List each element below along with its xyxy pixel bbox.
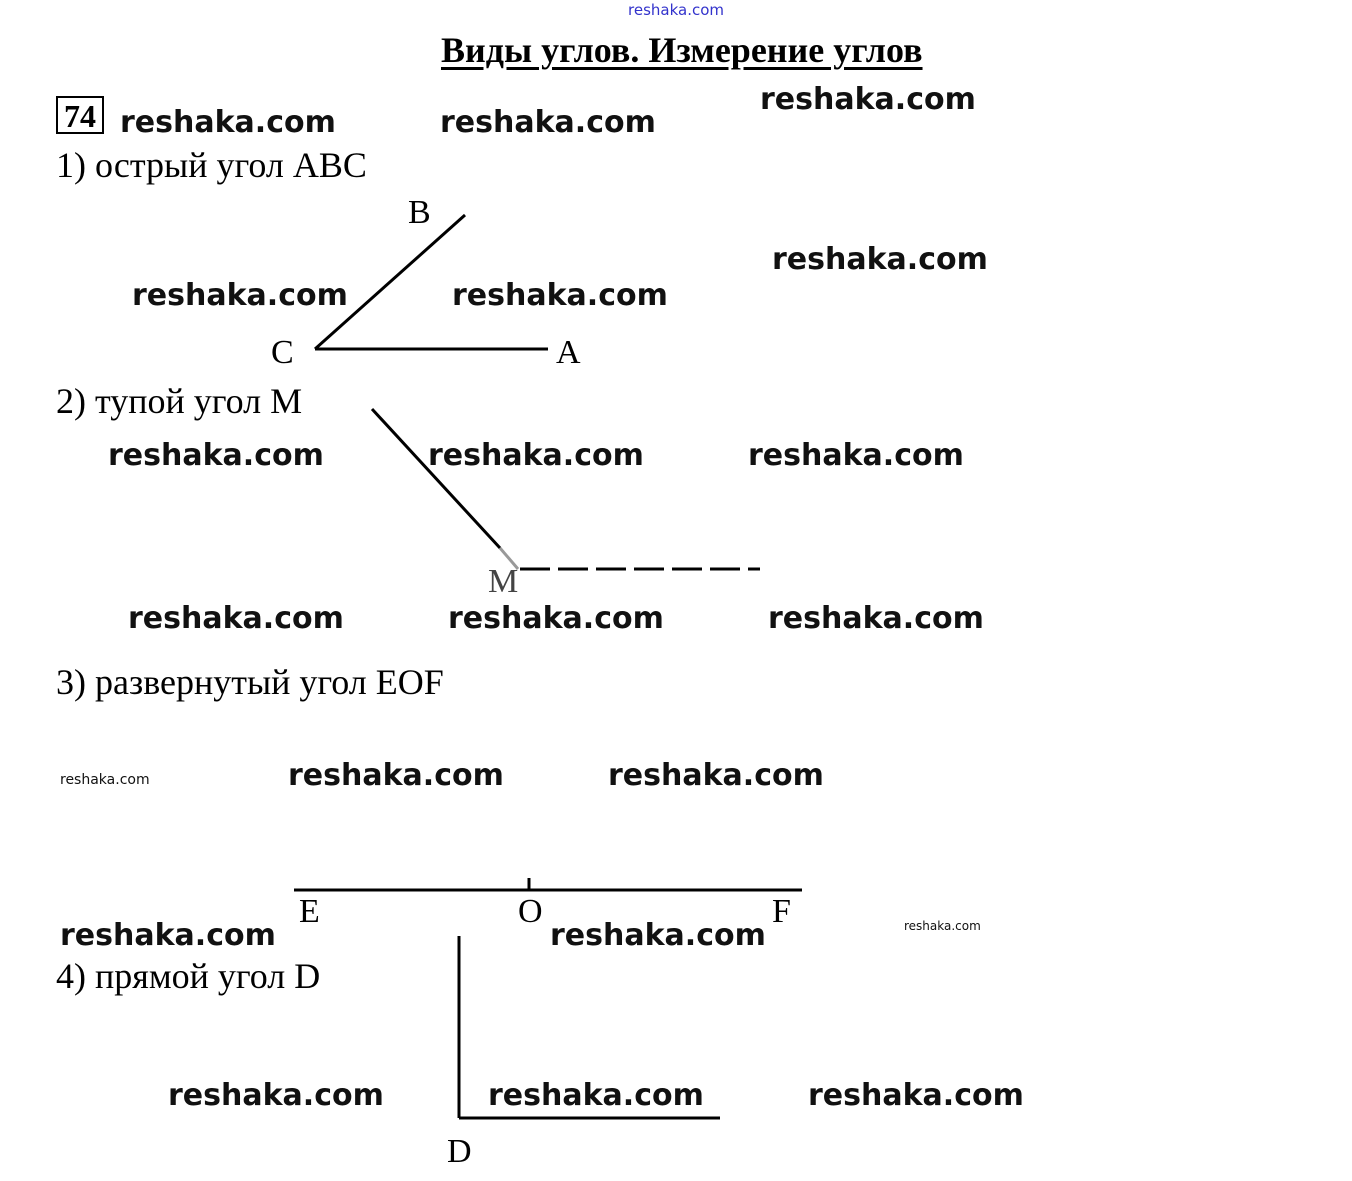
watermark: reshaka.com bbox=[608, 758, 824, 793]
watermark: reshaka.com bbox=[120, 105, 336, 140]
item-right-angle: 4) прямой угол D bbox=[56, 956, 321, 996]
watermark: reshaka.com bbox=[550, 918, 766, 953]
point-e: E bbox=[299, 893, 320, 930]
task-number: 74 bbox=[56, 96, 104, 134]
watermark: reshaka.com bbox=[128, 601, 344, 636]
watermark: reshaka.com bbox=[488, 1078, 704, 1113]
ray-m-up bbox=[370, 407, 502, 550]
point-c: C bbox=[271, 334, 294, 371]
page-title: Виды углов. Измерение углов bbox=[441, 30, 923, 70]
watermark: reshaka.com bbox=[288, 758, 504, 793]
watermark: reshaka.com bbox=[904, 919, 981, 933]
watermark: reshaka.com bbox=[768, 601, 984, 636]
watermark: reshaka.com bbox=[448, 601, 664, 636]
point-o: O bbox=[518, 893, 543, 930]
point-d: D bbox=[447, 1133, 472, 1170]
item-acute-angle: 1) острый угол ABC bbox=[56, 145, 367, 185]
watermark: reshaka.com bbox=[428, 438, 644, 473]
point-f: F bbox=[772, 893, 791, 930]
watermark: reshaka.com bbox=[168, 1078, 384, 1113]
watermark: reshaka.com bbox=[440, 105, 656, 140]
watermark: reshaka.com bbox=[760, 82, 976, 117]
item-obtuse-angle: 2) тупой угол M bbox=[56, 381, 303, 421]
ray-m-joint bbox=[498, 547, 520, 570]
watermark: reshaka.com bbox=[132, 278, 348, 313]
ray-cb bbox=[314, 213, 466, 351]
watermark: reshaka.com bbox=[748, 438, 964, 473]
point-m: M bbox=[488, 563, 519, 600]
watermark: reshaka.com bbox=[60, 918, 276, 953]
watermark: reshaka.com bbox=[108, 438, 324, 473]
watermark: reshaka.com bbox=[60, 772, 150, 788]
top-watermark: reshaka.com bbox=[628, 1, 724, 19]
watermark: reshaka.com bbox=[452, 278, 668, 313]
point-b: B bbox=[408, 194, 431, 231]
watermark: reshaka.com bbox=[772, 242, 988, 277]
watermark: reshaka.com bbox=[808, 1078, 1024, 1113]
item-straight-angle: 3) развернутый угол EOF bbox=[56, 662, 444, 702]
point-a: A bbox=[556, 334, 581, 371]
